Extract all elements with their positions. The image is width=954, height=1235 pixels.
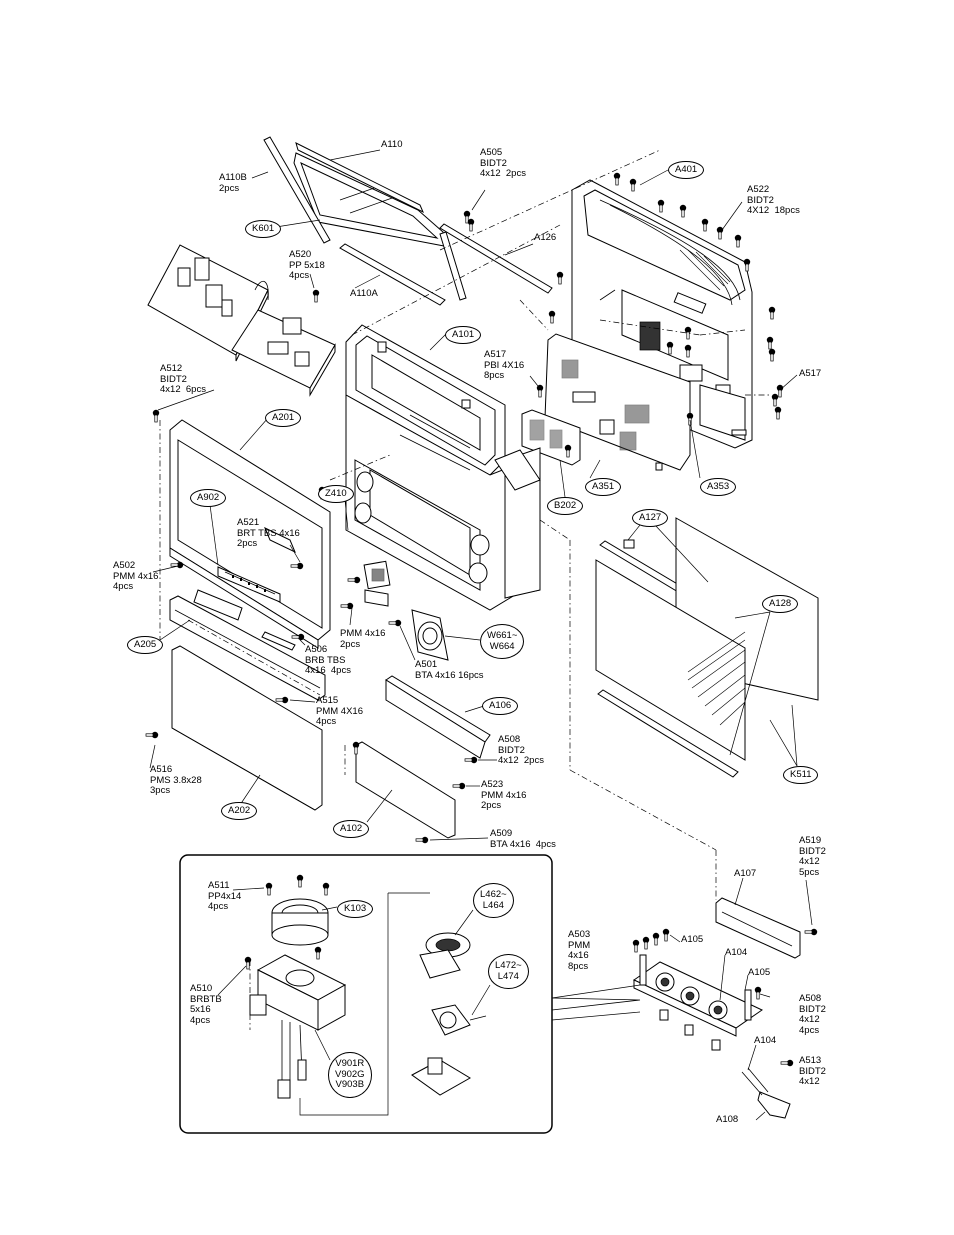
label-a104-top: A104 [725,947,748,958]
bracket-a106 [385,675,491,759]
part-a108 [741,1067,791,1119]
callout-a127: A127 [632,509,669,527]
label-a517-right: A517 [799,368,822,379]
screen-glass-a110 [293,142,445,247]
leader-lines [149,149,813,1121]
callout-a205: A205 [127,636,164,654]
callout-a201: A201 [265,409,302,427]
label-a521: A521 BRT TBS 4x16 2pcs [237,517,300,550]
power-board [147,244,336,397]
label-a516: A516 PMS 3.8x28 3pcs [150,764,202,797]
label-a126: A126 [534,232,557,243]
callout-a128: A128 [762,595,799,613]
callout-b202: B202 [547,497,584,515]
alignment-lines [159,149,770,1030]
label-a519: A519 BIDT2 4x12 5pcs [799,835,826,878]
callout-a902: A902 [190,489,227,507]
label-a508-mid: A508 BIDT2 4x12 2pcs [498,734,544,767]
control-board-a902 [193,526,296,651]
callout-a102: A102 [333,820,370,838]
label-a104-bottom: A104 [754,1035,777,1046]
callout-a202: A202 [221,802,258,820]
label-a506: A506 BRB TBS 4x16 4pcs [305,644,351,677]
side-strip-a110b [263,136,467,301]
label-a501: A501 BTA 4x16 16pcs [415,659,484,681]
callout-l462: L462~ L464 [473,883,514,919]
callout-k511: K511 [783,766,819,784]
label-a510: A510 BRBTB 5x16 4pcs [190,983,222,1026]
front-bar-a205 [169,595,326,701]
callout-k601: K601 [245,220,282,238]
label-a509: A509 BTA 4x16 4pcs [490,828,556,850]
label-a515: A515 PMM 4X16 4pcs [316,695,363,728]
callout-z410: Z410 [318,485,354,503]
callout-v901: V901R V902G V903B [328,1052,372,1098]
label-a512: A512 BIDT2 4x12 6pcs [160,363,206,396]
cabinet-frame-a101 [345,324,541,611]
label-a110: A110 [381,139,403,150]
label-a520: A520 PP 5x18 4pcs [289,249,325,282]
label-pmm-z410: PMM 4x16 2pcs [340,628,386,650]
plate-a102 [355,741,456,839]
callout-a401: A401 [668,161,705,179]
label-a511: A511 PP4x14 4pcs [208,880,242,913]
label-a110b: A110B 2pcs [219,172,247,194]
label-a523: A523 PMM 4x16 2pcs [481,779,527,812]
rear-panel-a351 [544,333,691,471]
callout-a353: A353 [700,478,737,496]
speaker-w661 [411,609,449,661]
lens-base-assembly [633,954,763,1051]
bracket-a107 [715,897,801,959]
callout-a351: A351 [585,478,622,496]
callout-k103: K103 [337,900,374,918]
label-a107: A107 [734,868,757,879]
label-a508-right: A508 BIDT2 4x12 4pcs [799,993,826,1036]
screen-panel-a128 [595,517,819,778]
lower-panel-a202 [171,645,323,811]
label-a503: A503 PMM 4x16 8pcs [568,929,591,972]
label-a505: A505 BIDT2 4x12 2pcs [480,147,526,180]
label-a105-left: A105 [681,934,704,945]
socket-z410 [363,560,391,607]
label-a108: A108 [716,1114,739,1125]
label-a105-right: A105 [748,967,771,978]
tube-assembly-inset [179,854,641,1134]
label-a513: A513 BIDT2 4x12 [799,1055,826,1088]
callout-a101: A101 [445,326,482,344]
callout-w661: W661~ W664 [480,624,525,660]
front-frame-a201 [169,419,331,649]
label-a522: A522 BIDT2 4X12 18pcs [747,184,800,217]
label-a517-top: A517 PBI 4X16 8pcs [484,349,525,382]
callout-l472: L472~ L474 [488,954,529,990]
label-a502: A502 PMM 4x16 4pcs [113,560,159,593]
callout-a106: A106 [482,697,519,715]
bottom-strip-a110a [339,243,446,306]
label-a110a: A110A [350,288,378,299]
